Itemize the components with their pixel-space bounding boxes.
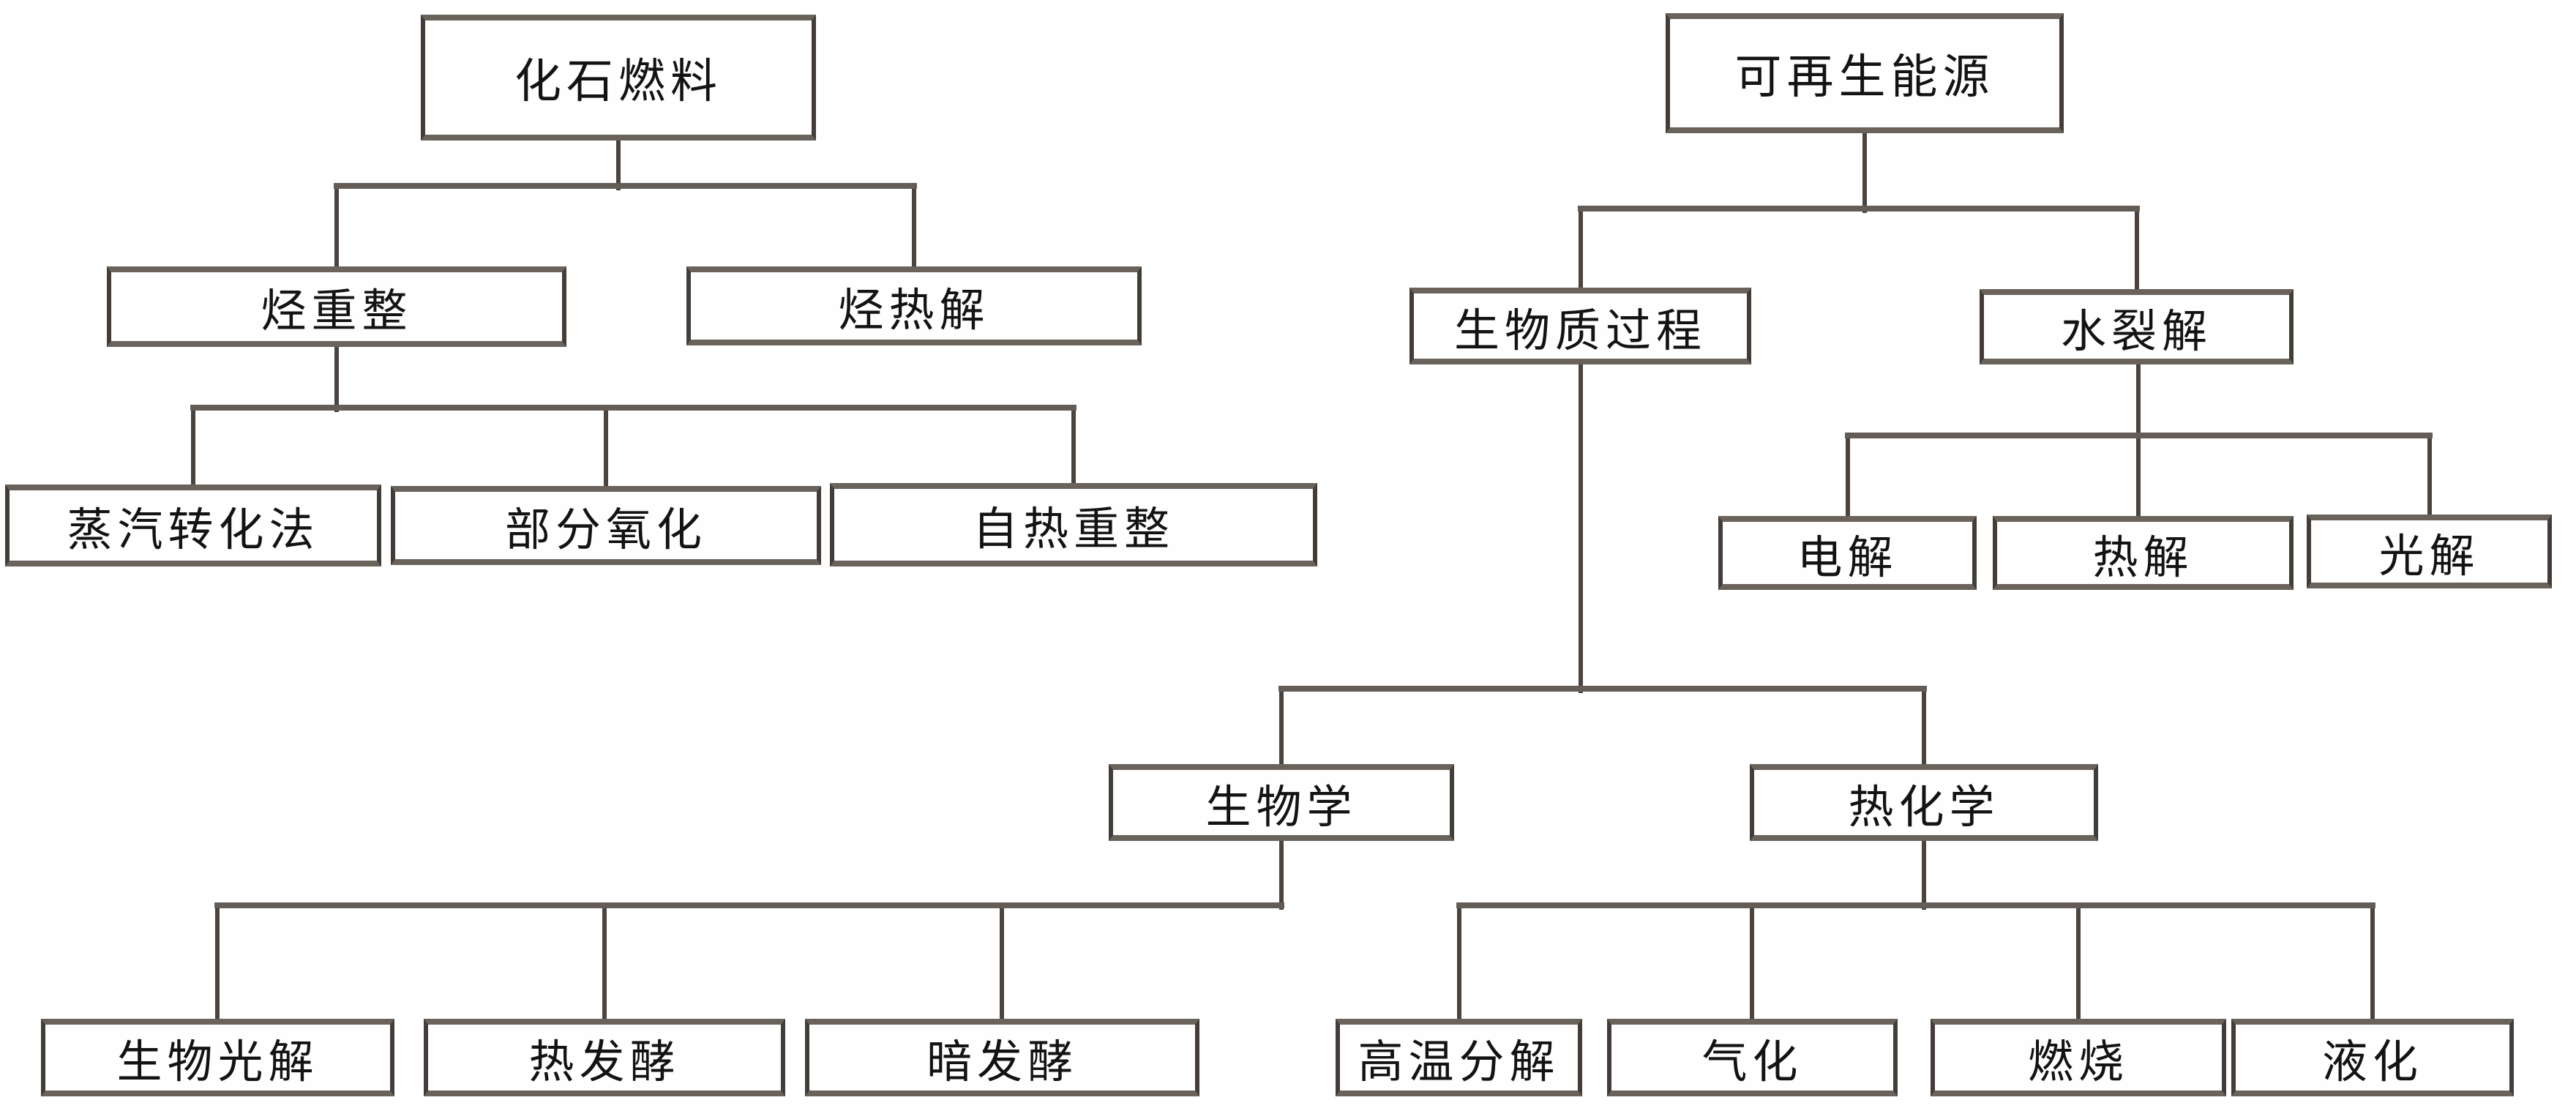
node-fossil-fuel: 化石燃料 [421,15,816,141]
node-hydrocarbon-pyrolysis: 烃热解 [686,266,1142,345]
node-autothermal-reforming: 自热重整 [830,483,1317,566]
node-thermochemical: 热化学 [1750,764,2098,841]
node-dark-fermentation: 暗发酵 [805,1019,1199,1096]
node-high-temperature-decomposition: 高温分解 [1336,1019,1582,1096]
node-photolysis: 光解 [2307,515,2552,588]
node-liquefaction: 液化 [2231,1019,2514,1096]
node-biomass-process: 生物质过程 [1409,288,1751,364]
node-combustion: 燃烧 [1931,1019,2226,1096]
node-thermolysis: 热解 [1993,516,2294,590]
node-water-splitting: 水裂解 [1980,289,2294,364]
node-biological: 生物学 [1109,764,1454,841]
node-gasification: 气化 [1607,1019,1898,1096]
node-thermal-fermentation: 热发酵 [424,1019,785,1096]
node-partial-oxidation: 部分氧化 [391,486,821,565]
node-electrolysis: 电解 [1718,516,1977,590]
node-biophotolysis: 生物光解 [41,1019,394,1096]
node-renewable-energy: 可再生能源 [1666,13,2064,133]
node-steam-reforming: 蒸汽转化法 [5,485,381,566]
node-hydrocarbon-reforming: 烃重整 [107,266,566,347]
